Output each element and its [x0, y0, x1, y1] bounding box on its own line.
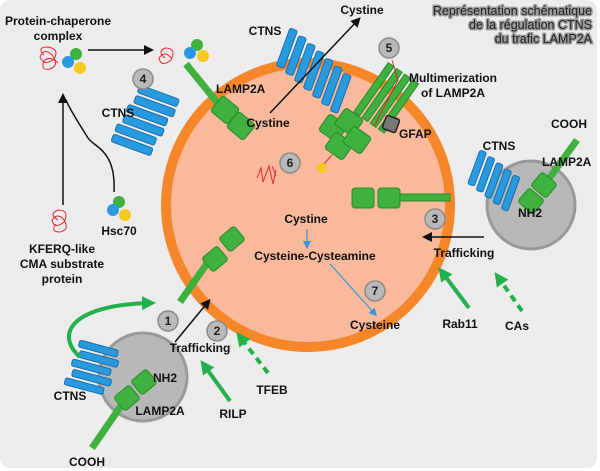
- lysosome: [161, 58, 455, 352]
- step-badge-4: 4: [132, 68, 154, 90]
- tfeb-arrow: [236, 332, 270, 375]
- hsc70-label: Hsc70: [101, 224, 137, 238]
- bound-substrate-icon: [158, 47, 174, 64]
- cysteine-export-arrow: [329, 263, 378, 317]
- chaperone-blue-icon: [62, 56, 74, 68]
- gfap-icon: [381, 114, 401, 134]
- vesicle-right: CTNS COOH LAMP2A NH2: [467, 117, 592, 251]
- ctns-label-top: CTNS: [249, 24, 282, 38]
- degraded-substrate-icon: [256, 164, 277, 185]
- multimerization-label-2: of LAMP2A: [421, 86, 485, 100]
- rilp-arrow: [200, 360, 232, 403]
- bound-chaperone-blue-icon: [184, 47, 196, 59]
- ctns-label-right: CTNS: [483, 139, 516, 153]
- protein-chaperone-label-1: Protein-chaperone: [5, 14, 111, 28]
- lamp2a-label-right: LAMP2A: [542, 155, 592, 169]
- cas-arrow: [494, 272, 524, 313]
- lamp2a-label-left: LAMP2A: [135, 404, 185, 418]
- hsc70-blue-icon: [107, 204, 119, 216]
- lamp2a-multimer: [317, 59, 420, 173]
- multimerization-label-1: Multimerization: [409, 71, 497, 85]
- cooh-label-right: COOH: [551, 117, 587, 131]
- hsc70-join-line: [65, 99, 115, 193]
- kferq-substrate: KFERQ-like CMA substrate protein: [20, 209, 105, 286]
- substrate-protein-icon: [39, 46, 59, 70]
- cas-label: CAs: [505, 319, 529, 333]
- substrate-thread: [374, 59, 399, 126]
- kferq-label-1: KFERQ-like: [29, 242, 95, 256]
- lamp2a-inserting-lower: [177, 226, 245, 305]
- lamp2a-label-top: LAMP2A: [216, 82, 266, 96]
- rab11-label: Rab11: [442, 317, 478, 331]
- step-badge-3: 3: [424, 208, 446, 230]
- chaperone-yellow-icon: [317, 163, 327, 173]
- cysteine-label: Cysteine: [350, 318, 400, 332]
- lamp2a-domain-1: [210, 95, 240, 125]
- bound-chaperone-green-icon: [191, 39, 203, 51]
- tfeb-label: TFEB: [256, 383, 288, 397]
- svg-text:5: 5: [386, 41, 393, 55]
- nh2-label-left: NH2: [153, 371, 177, 385]
- kferq-label-2: CMA substrate: [20, 257, 105, 271]
- svg-text:1: 1: [165, 314, 172, 328]
- bound-chaperone-yellow-icon: [197, 50, 209, 62]
- hsc70-yellow-icon: [119, 209, 131, 221]
- trafficking-label-1: Trafficking: [170, 341, 231, 355]
- step-badge-1: 1: [157, 310, 179, 332]
- chaperone-yellow-icon: [74, 62, 86, 74]
- trafficking-label-3: Trafficking: [434, 246, 495, 260]
- svg-text:2: 2: [214, 324, 221, 338]
- step-badge-2: 2: [206, 320, 228, 342]
- step-badge-5: 5: [378, 37, 400, 59]
- svg-text:7: 7: [372, 284, 379, 298]
- cystine-export-arrow: [269, 17, 361, 114]
- nh2-label-right: NH2: [518, 206, 542, 220]
- kferq-protein-icon: [51, 209, 67, 233]
- protein-chaperone-complex: Protein-chaperone complex: [5, 14, 111, 74]
- lamp2a-inserting-right: [351, 187, 451, 209]
- rilp-label: RILP: [219, 407, 246, 421]
- trafficking-arrow-1: [174, 298, 211, 343]
- chaperone-green-icon: [70, 48, 82, 60]
- ctns-label-left: CTNS: [54, 389, 87, 403]
- lamp2a-domain-2: [226, 111, 256, 141]
- title-line-1: Représentation schématique: [433, 4, 592, 18]
- lamp2a-receptor-step4: LAMP2A: [158, 39, 266, 141]
- svg-text:6: 6: [287, 156, 294, 170]
- rab11-arrow: [438, 267, 471, 310]
- cystine-in-label: Cystine: [246, 116, 290, 130]
- cystine-out-label: Cystine: [340, 3, 384, 17]
- step-badge-6: 6: [279, 152, 301, 174]
- hsc70: Hsc70: [101, 196, 137, 238]
- recycle-arrow: [67, 296, 156, 359]
- step-badge-7: 7: [364, 280, 386, 302]
- title-line-2: de la régulation CTNS: [469, 18, 592, 32]
- ctns-top: [276, 28, 352, 114]
- protein-chaperone-label-2: complex: [34, 29, 83, 43]
- title-line-3: du trafic LAMP2A: [495, 32, 593, 46]
- kferq-label-3: protein: [42, 272, 83, 286]
- cystine-lumen-label: Cystine: [284, 212, 328, 226]
- figure-title: Représentation schématique de la régulat…: [431, 3, 594, 48]
- ctns-label-step4: CTNS: [102, 106, 135, 120]
- vesicle-left: CTNS NH2 LAMP2A COOH: [54, 331, 189, 469]
- cysteine-cysteamine-label: Cysteine-Cysteamine: [254, 249, 376, 263]
- svg-text:4: 4: [140, 72, 147, 86]
- cooh-label-left: COOH: [69, 455, 105, 469]
- gfap-label: GFAP: [399, 127, 432, 141]
- svg-text:3: 3: [432, 212, 439, 226]
